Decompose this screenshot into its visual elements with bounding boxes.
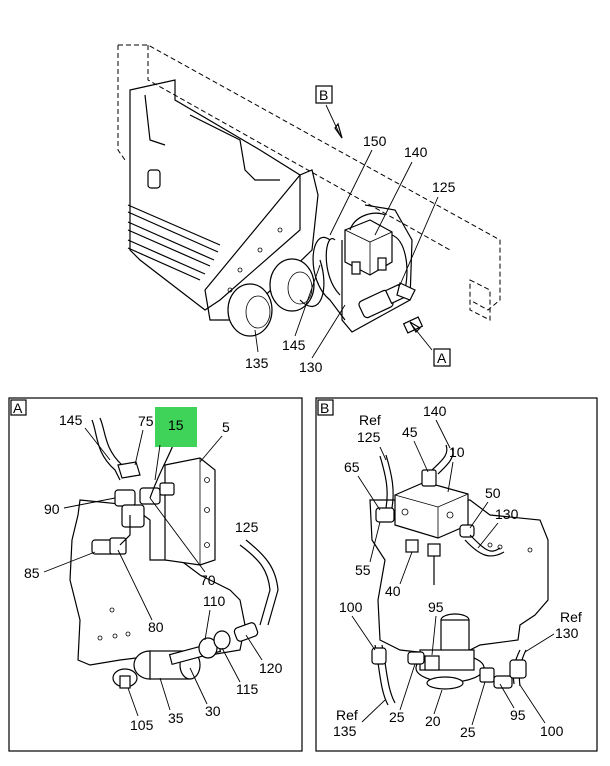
callout-135: 135 [333, 723, 357, 739]
callout-40: 40 [385, 583, 401, 599]
callout-30: 30 [205, 703, 221, 719]
panel-a-title-box [10, 399, 27, 416]
valve-assembly-icon [344, 212, 408, 291]
panel-b: B [315, 397, 598, 752]
callout-140: 140 [404, 144, 428, 160]
callout-10: 10 [449, 444, 465, 460]
callout-110: 110 [203, 593, 226, 609]
highlighted-callout-box [155, 407, 197, 447]
callout-100-right: 100 [540, 723, 564, 739]
view-b-marker-label: B [319, 87, 328, 103]
view-a-marker [433, 348, 451, 367]
view-a-marker-label: A [437, 350, 447, 366]
callout-95-top: 95 [428, 599, 444, 615]
callout-70: 70 [200, 572, 216, 588]
frame-slots [127, 204, 221, 281]
callout-135: 135 [245, 355, 269, 371]
callout-130: 130 [495, 506, 519, 522]
callout-45: 45 [402, 424, 418, 440]
callout-125: 125 [432, 179, 456, 195]
callout-145: 145 [282, 337, 306, 353]
callout-ref-top: Ref [359, 412, 381, 428]
callout-100-left: 100 [339, 599, 363, 615]
callout-50: 50 [485, 485, 501, 501]
callout-90: 90 [44, 501, 60, 517]
callout-130: 130 [299, 359, 323, 375]
tee-fitting-icon [91, 461, 175, 555]
callout-125: 125 [235, 519, 259, 535]
panel-a-title: A [13, 400, 23, 416]
brake-chamber-icon [227, 258, 315, 337]
callout-120: 120 [259, 660, 283, 676]
view-b-marker [315, 85, 333, 104]
top-isometric-view: B A 150 140 125 135 145 130 [117, 44, 501, 375]
callout-ref-right: Ref [560, 609, 582, 625]
callout-75: 75 [138, 413, 154, 429]
callout-25-left: 25 [389, 709, 405, 725]
callout-140: 140 [423, 403, 447, 419]
callout-80: 80 [148, 619, 164, 635]
callout-145: 145 [59, 412, 83, 428]
callout-130-right: 130 [555, 625, 579, 641]
relay-valve-icon [407, 613, 513, 690]
valve-cylinder-icon [112, 622, 259, 689]
callout-115: 115 [236, 681, 259, 697]
callout-35: 35 [168, 710, 184, 726]
panel-a: A [8, 397, 303, 752]
callout-25-right: 25 [460, 724, 476, 740]
panel-b-title: B [320, 400, 329, 416]
callout-125: 125 [357, 429, 381, 445]
callout-55: 55 [355, 562, 371, 578]
callout-15-highlighted: 15 [168, 417, 184, 433]
callout-20: 20 [425, 713, 441, 729]
callout-95-bottom: 95 [510, 707, 526, 723]
callout-105: 105 [130, 717, 154, 733]
angle-bracket-icon [164, 457, 216, 566]
panel-b-title-box [317, 399, 334, 416]
callout-85: 85 [24, 565, 40, 581]
callout-ref-bottom: Ref [336, 707, 358, 723]
callout-65: 65 [344, 459, 360, 475]
valve-block-icon [375, 469, 475, 557]
callout-5: 5 [222, 419, 230, 435]
callout-150: 150 [363, 133, 387, 149]
